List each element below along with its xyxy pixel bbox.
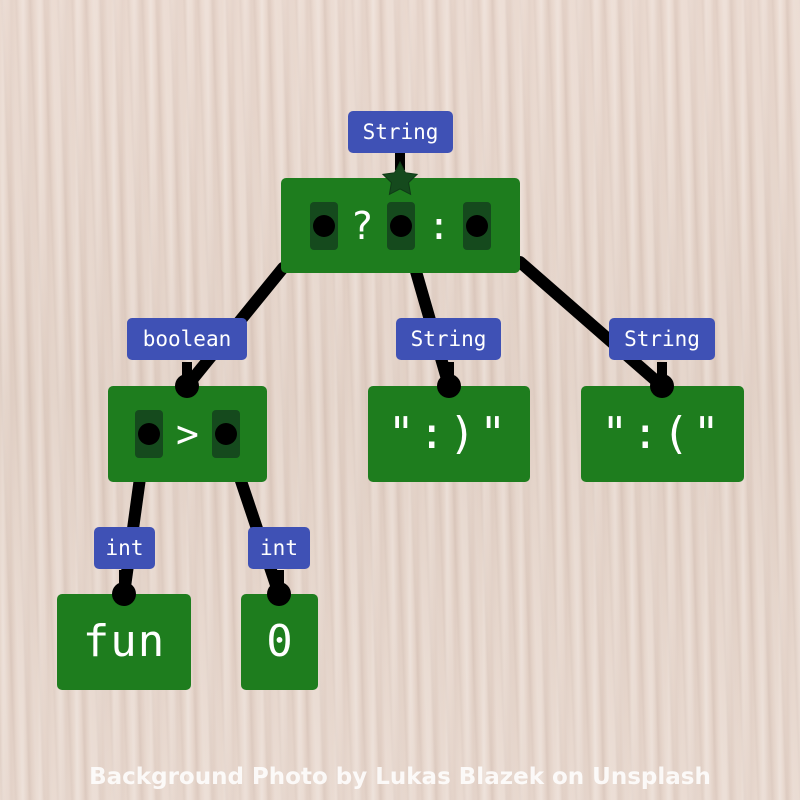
greater-than-operator: > <box>176 412 199 456</box>
socket-dot-icon <box>389 214 412 237</box>
left-operand-type-tag: int <box>94 527 155 569</box>
ternary-question-operator: ? <box>350 203 374 248</box>
number-literal-text: 0 <box>266 616 293 667</box>
condition-type-tag: boolean <box>127 318 247 360</box>
right-operand-type-tag: int <box>248 527 310 569</box>
else-type-tag: String <box>609 318 715 360</box>
connector-root-else <box>514 256 668 392</box>
condition-slot[interactable] <box>309 201 338 250</box>
then-literal-text: ":)" <box>388 408 510 459</box>
comparison-expression-block[interactable]: > <box>108 386 267 482</box>
variable-block[interactable]: fun <box>57 594 191 690</box>
root-type-tag: String <box>348 111 453 153</box>
else-literal-block[interactable]: ":(" <box>581 386 744 482</box>
photo-credit-caption: Background Photo by Lukas Blazek on Unsp… <box>89 764 711 790</box>
socket-dot-icon <box>466 214 489 237</box>
variable-name-text: fun <box>82 616 166 667</box>
left-operand-slot[interactable] <box>135 410 164 458</box>
ternary-expression-block[interactable]: ? : <box>281 178 520 273</box>
then-literal-block[interactable]: ":)" <box>368 386 530 482</box>
else-slot[interactable] <box>463 201 492 250</box>
socket-dot-icon <box>312 214 335 237</box>
ternary-colon-operator: : <box>427 203 451 248</box>
right-operand-slot[interactable] <box>211 410 240 458</box>
then-type-tag: String <box>396 318 501 360</box>
else-literal-text: ":(" <box>601 408 724 459</box>
number-literal-block[interactable]: 0 <box>241 594 318 690</box>
then-slot[interactable] <box>386 201 415 250</box>
socket-dot-icon <box>214 423 237 445</box>
socket-dot-icon <box>138 423 161 445</box>
